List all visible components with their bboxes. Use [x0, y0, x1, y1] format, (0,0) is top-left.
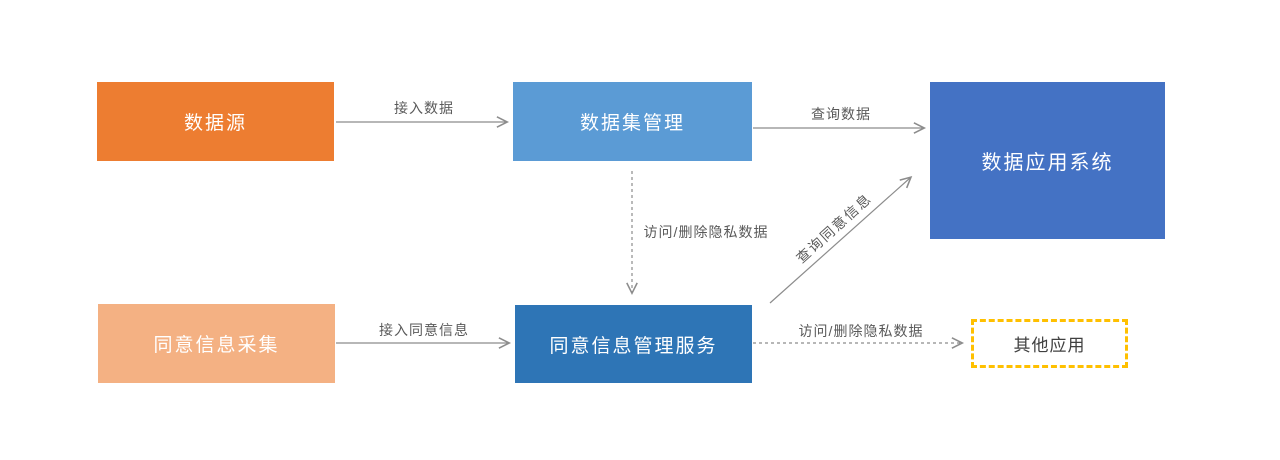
- node-data-application-system-label: 数据应用系统: [981, 152, 1114, 174]
- node-data-application-system: 数据应用系统: [930, 82, 1165, 239]
- edge-label-privacy-vertical: 访问/删除隐私数据: [643, 224, 769, 240]
- edge-label-query-data: 查询数据: [811, 106, 871, 122]
- node-consent-info-collection: 同意信息采集: [98, 304, 335, 383]
- edge-label-access-data: 接入数据: [394, 100, 454, 116]
- edge-query-consent-diagonal-arrow: [769, 175, 913, 304]
- node-consent-info-management-service: 同意信息管理服务: [515, 305, 752, 383]
- edge-label-query-consent: 查询同意信息: [792, 189, 876, 267]
- edge-label-privacy-dashed: 访问/删除隐私数据: [798, 323, 924, 339]
- node-consent-info-collection-label: 同意信息采集: [153, 335, 280, 356]
- edge-label-access-consent: 接入同意信息: [379, 322, 469, 338]
- node-data-source-label: 数据源: [183, 113, 247, 134]
- node-dataset-management-label: 数据集管理: [579, 113, 685, 134]
- node-dataset-management: 数据集管理: [513, 82, 752, 161]
- node-other-applications-label: 其他应用: [1013, 336, 1086, 355]
- node-data-source: 数据源: [97, 82, 334, 161]
- node-other-applications: 其他应用: [971, 319, 1128, 368]
- node-consent-info-management-service-label: 同意信息管理服务: [549, 335, 718, 357]
